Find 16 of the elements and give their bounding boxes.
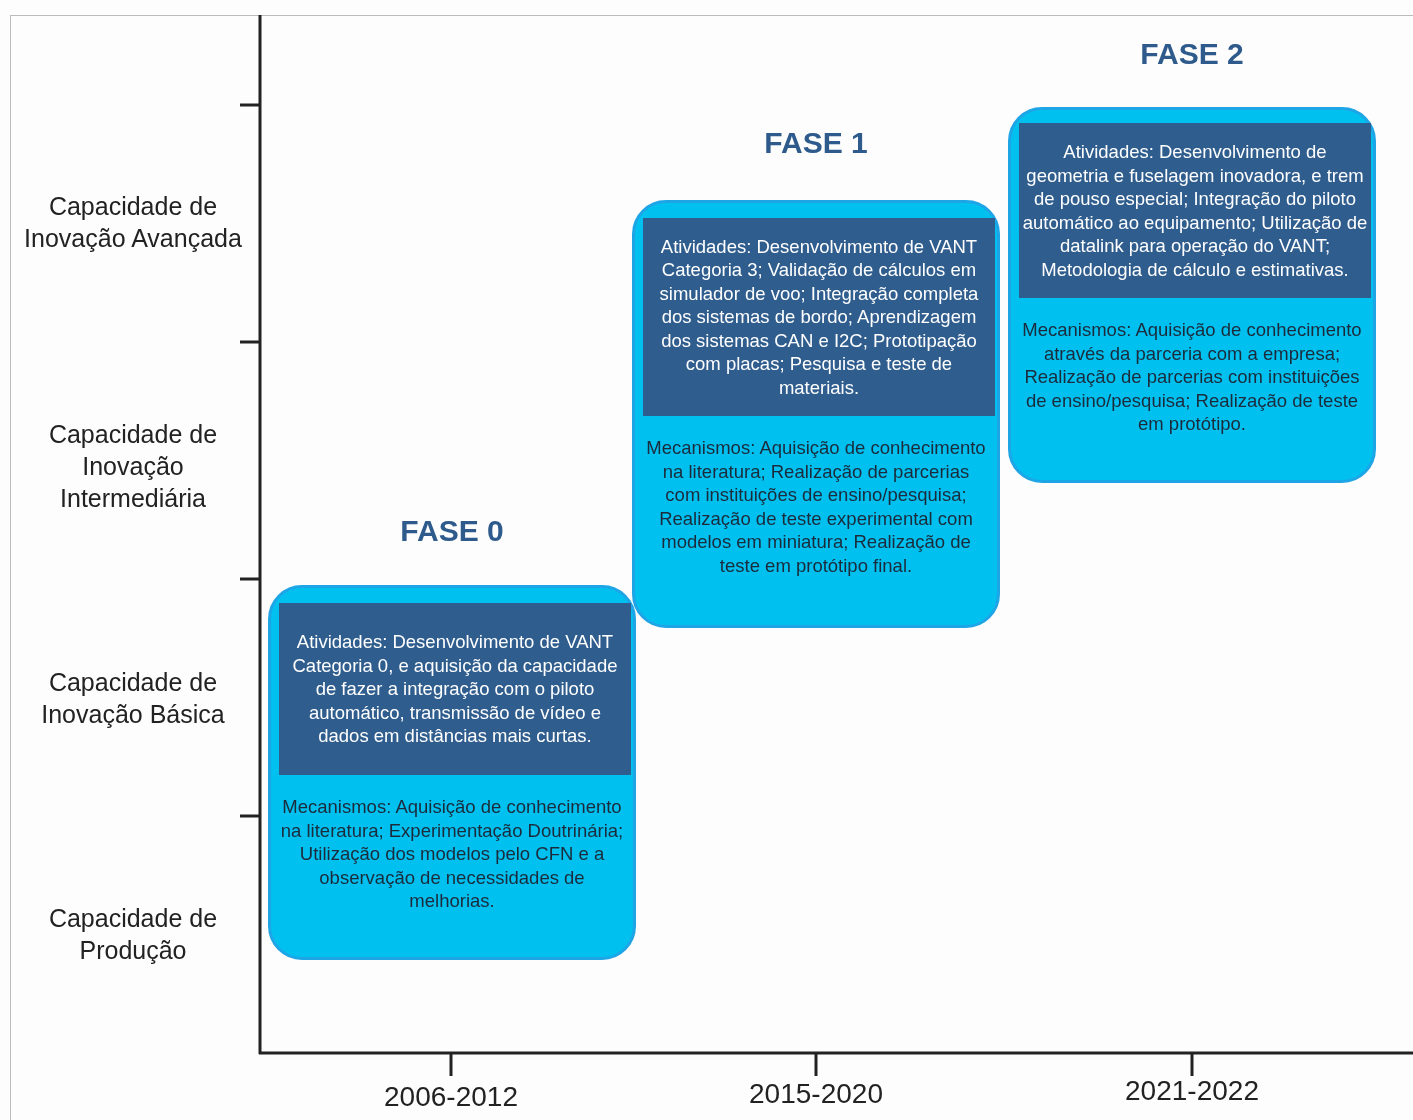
period-label: 2006-2012: [383, 1081, 519, 1113]
axis-level-label: Capacidade de Inovação Básica: [40, 667, 226, 730]
phase-heading: FASE 0: [399, 513, 505, 549]
axis-level-label: Capacidade de Produção: [47, 903, 219, 966]
axis-level-label: Capacidade de Inovação Avançada: [23, 191, 243, 254]
period-label: 2021-2022: [1124, 1075, 1260, 1107]
mechanisms-text: Mecanismos: Aquisição de conhecimento através da parceria com a empresa; Realização de parcerias com instituições de ensino/pesquisa; Realização de teste em protótipo.: [1021, 318, 1363, 436]
phase-heading: FASE 2: [1139, 36, 1245, 72]
mechanisms-text: Mecanismos: Aquisição de conhecimento na literatura; Experimentação Doutrinária; Utilização dos modelos pelo CFN e a observação de necessidades de melhorias.: [279, 795, 625, 913]
activities-box: Atividades: Desenvolvimento de VANT Categoria 3; Validação de cálculos em simulador de voo; Integração completa dos sistemas de bordo; Aprendizagem dos sistemas CAN e I2C; Prototipação com placas; Pesquisa e teste de materiais.: [643, 218, 995, 416]
phase-heading: FASE 1: [763, 125, 869, 161]
activities-box: Atividades: Desenvolvimento de geometria e fuselagem inovadora, e trem de pouso especial; Integração do piloto automático ao equipamento; Utilização de datalink para operação do VANT; Metodologia de cálculo e estimativas.: [1019, 123, 1371, 298]
mechanisms-text: Mecanismos: Aquisição de conhecimento na literatura; Realização de parcerias com instituições de ensino/pesquisa; Realização de teste experimental com modelos em miniatura; Realização de teste em protótipo final.: [645, 436, 987, 577]
period-label: 2015-2020: [748, 1078, 884, 1110]
axis-level-label: Capacidade de Inovação Intermediária: [47, 419, 219, 514]
activities-box: Atividades: Desenvolvimento de VANT Categoria 0, e aquisição da capacidade de fazer a integração com o piloto automático, transmissão de vídeo e dados em distâncias mais curtas.: [279, 603, 631, 775]
